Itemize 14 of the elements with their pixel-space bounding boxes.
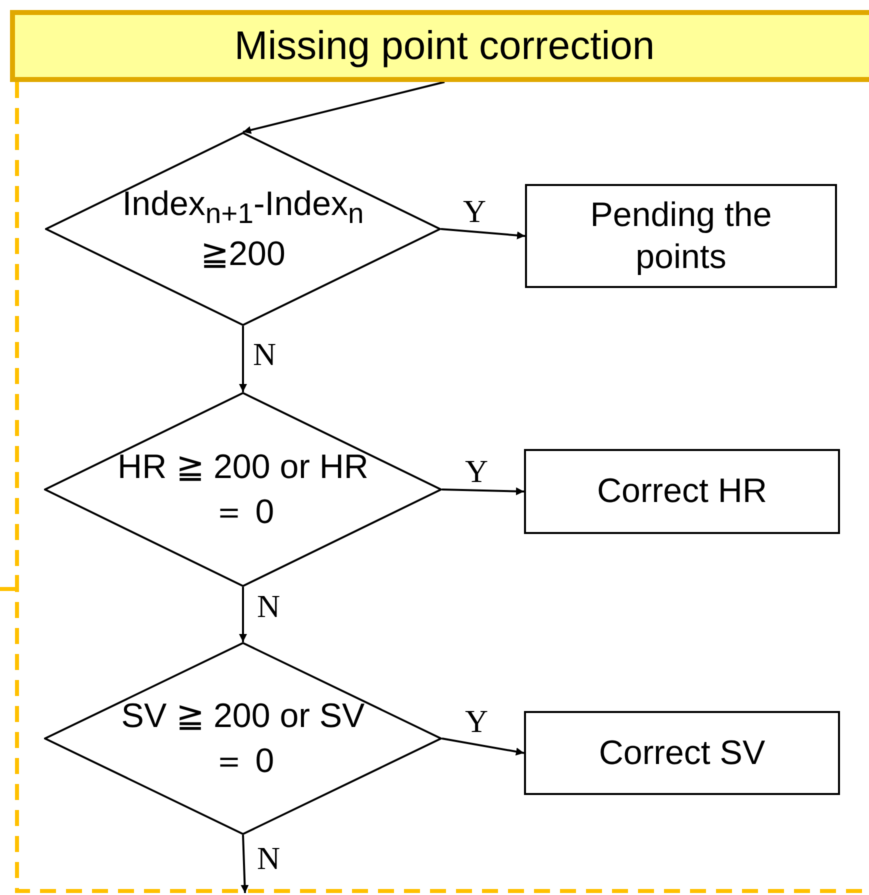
title-band: Missing point correction [10, 10, 869, 82]
arrow [240, 834, 249, 894]
arrow [442, 738, 524, 756]
process-box: Correct SV [524, 711, 840, 795]
condition-text: HR ≧ 200 or HR ＝ 0 [116, 447, 370, 532]
process-box: Correct HR [524, 449, 840, 534]
arrow [242, 81, 445, 134]
arrow [442, 487, 524, 496]
arrow [239, 587, 247, 642]
condition-text: SV ≧ 200 or SV ＝ 0 [120, 696, 366, 782]
arrow [440, 228, 526, 240]
condition-text: Index$_{n+1}$-Index$_{n}$ ≧200 [121, 184, 365, 276]
arrow [239, 326, 247, 392]
process-box: Pending the points [525, 184, 837, 288]
